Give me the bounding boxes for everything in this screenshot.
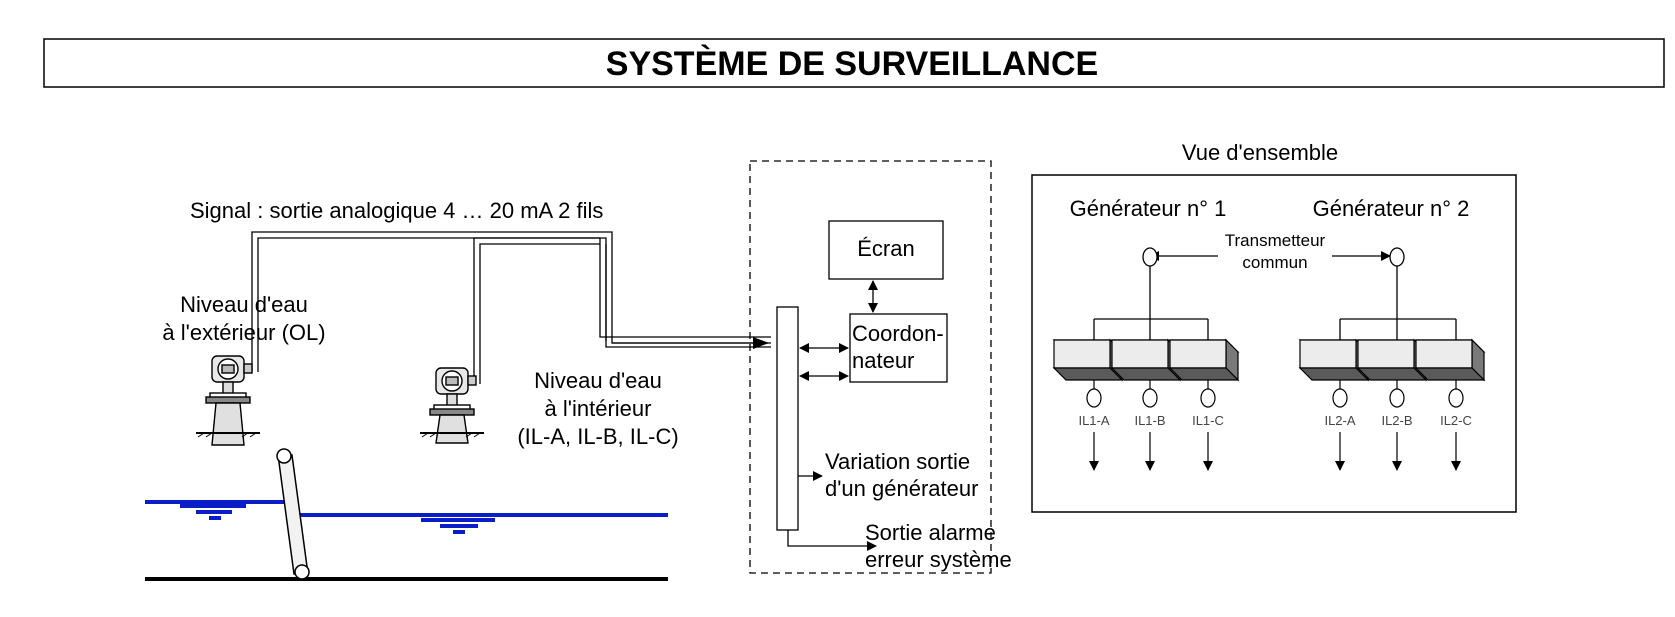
title-frame <box>43 38 1665 88</box>
generator-2-transmitter-icon <box>1389 247 1405 267</box>
coordinator-box <box>849 313 948 383</box>
generator-1-sensor-taps <box>1086 380 1216 471</box>
output-il1-c: IL1-C <box>1192 413 1224 428</box>
output2-label-1: Sortie alarme <box>865 520 996 545</box>
page-title: SYSTÈME DE SURVEILLANCE <box>606 45 1098 83</box>
output-il2-b: IL2-B <box>1381 413 1412 428</box>
overview-frame <box>1031 174 1517 513</box>
gate <box>276 448 310 580</box>
output-il2-a: IL2-A <box>1324 413 1355 428</box>
controller-enclosure <box>749 160 992 574</box>
screen-box <box>828 220 944 280</box>
output1-label-2: d'un générateur <box>825 476 978 501</box>
tank-il1-a <box>1052 338 1124 382</box>
output-il1-b: IL1-B <box>1134 413 1165 428</box>
inside-water-level-icon <box>421 518 495 534</box>
generator-2-label: Générateur n° 2 <box>1313 196 1470 221</box>
screen-label: Écran <box>857 236 914 261</box>
signal-bus <box>776 306 799 531</box>
transmitter-label-1: Transmetteur <box>1225 231 1326 250</box>
output1-label-1: Variation sortie <box>825 449 970 474</box>
inside-sensor-label-3: (IL-A, IL-B, IL-C) <box>517 424 678 449</box>
generator-1-transmitter-icon <box>1142 247 1158 267</box>
generator-1-label: Générateur n° 1 <box>1070 196 1227 221</box>
signal-wires <box>251 231 771 384</box>
water-scene <box>145 448 668 581</box>
tank-il1-c <box>1168 338 1240 382</box>
inside-level-sensor-icon <box>420 367 484 444</box>
generator-1-tree <box>1093 251 1218 340</box>
generator-2-sensor-taps <box>1332 380 1464 471</box>
tank-il2-c <box>1414 338 1486 382</box>
generator-2-tree <box>1332 251 1457 340</box>
outside-water-level-icon <box>180 504 246 520</box>
inside-sensor-label-1: Niveau d'eau <box>534 368 662 393</box>
output-il1-a: IL1-A <box>1078 413 1109 428</box>
generator-1-units <box>1052 338 1240 382</box>
output-il2-c: IL2-C <box>1440 413 1472 428</box>
outside-level-sensor-icon <box>196 355 260 446</box>
overview-heading: Vue d'ensemble <box>1182 140 1338 165</box>
outside-sensor-label-2: à l'extérieur (OL) <box>162 320 325 345</box>
outside-sensor-label-1: Niveau d'eau <box>180 292 308 317</box>
output2-label-2: erreur système <box>865 547 1012 572</box>
inside-sensor-label-2: à l'intérieur <box>545 396 652 421</box>
coordinator-label-2: nateur <box>852 348 914 373</box>
signal-label: Signal : sortie analogique 4 … 20 mA 2 f… <box>190 198 603 223</box>
controller-connectors <box>787 280 878 551</box>
generator-2-units <box>1298 338 1486 382</box>
coordinator-label-1: Coordon- <box>852 321 944 346</box>
transmitter-label-2: commun <box>1242 253 1307 272</box>
